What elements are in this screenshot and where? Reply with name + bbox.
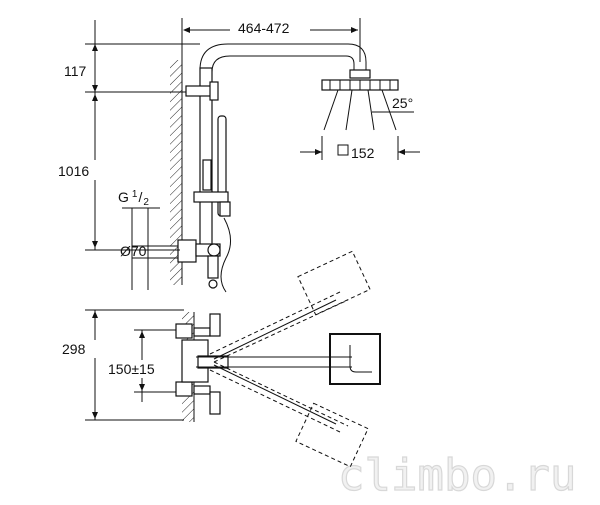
inlet-lower-body	[175, 381, 193, 397]
swivel-arrow-lower	[213, 364, 337, 425]
elevation-view: 25° 152 464-472 117	[56, 18, 420, 293]
hand-shower-holder	[193, 191, 229, 203]
shower-head-ribs	[329, 80, 391, 90]
swivel-arrow-upper	[213, 299, 337, 360]
shower-arm-inner	[211, 55, 355, 73]
inlet-upper-valve	[209, 313, 221, 337]
plan-shower-head	[329, 333, 381, 385]
wall-hatch	[170, 60, 182, 285]
riser-label-bg	[56, 160, 96, 180]
inlet-upper-nut	[193, 327, 211, 337]
riser-height-label: 1016	[58, 163, 89, 179]
spray-line-left-inner	[345, 89, 353, 131]
wall-outlet	[177, 239, 197, 263]
holder-clamp	[219, 201, 231, 217]
hose-nut-icon	[208, 279, 218, 289]
arm-length-label: 464-472	[238, 20, 290, 36]
top-offset-label: 117	[64, 63, 87, 79]
wall-depth-label: 298	[62, 341, 86, 357]
width-label-bg	[230, 18, 310, 36]
mixer-knob-icon	[207, 243, 221, 257]
inlet-spacing-label: 150±15	[108, 361, 155, 377]
spray-angle-label: 25°	[392, 95, 413, 111]
square-symbol-icon	[337, 144, 349, 156]
plan-head-arm	[349, 345, 372, 373]
slide-bar-segment	[202, 159, 212, 191]
swivel-head-upper	[297, 250, 371, 316]
spray-line-left	[323, 89, 339, 131]
upper-bracket-clip	[209, 81, 219, 101]
shower-hose	[220, 217, 231, 293]
shower-arm-outer	[199, 43, 367, 71]
inlet-upper-body	[175, 323, 193, 339]
watermark-text: climbo.ru	[338, 450, 576, 500]
spray-line-right	[381, 89, 397, 131]
plan-view: 298 150±15	[60, 250, 381, 468]
head-size-label: 152	[351, 145, 375, 161]
inlet-lower-nut	[193, 385, 211, 395]
shower-head-connector	[349, 69, 371, 79]
spray-line-right-inner	[367, 89, 375, 131]
spacing-label-bg	[106, 360, 170, 378]
swivel-head-lower	[295, 402, 369, 468]
depth-label-bg	[60, 340, 96, 358]
inlet-lower-valve	[209, 391, 221, 415]
outlet-diameter-label: Ø70	[120, 243, 147, 259]
hose-connector	[207, 255, 219, 279]
swivel-range-lines	[209, 291, 349, 433]
